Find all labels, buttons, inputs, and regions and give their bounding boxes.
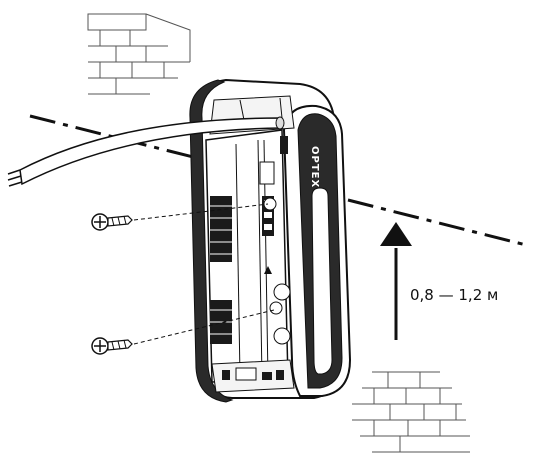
screw-upper-icon [91, 213, 133, 231]
mounting-hole-upper [263, 197, 277, 211]
hatched-panel-upper [210, 196, 232, 262]
alignment-line-upper [133, 203, 269, 221]
height-range-label: 0,8 — 1,2 м [410, 286, 499, 304]
reference-line-left [29, 114, 206, 162]
hatched-panel-lower [210, 300, 232, 344]
brand-logo: OPTEX [309, 146, 320, 188]
alignment-line-lower [133, 309, 275, 345]
brick-wall-top [87, 13, 191, 95]
screw-lower-icon [91, 337, 133, 355]
cable [7, 116, 285, 187]
reference-line-right [347, 198, 531, 248]
brick-wall-bottom [352, 371, 470, 453]
height-arrow [380, 222, 412, 340]
warning-triangle-icon [264, 266, 272, 274]
mounting-hole-lower [269, 301, 283, 315]
